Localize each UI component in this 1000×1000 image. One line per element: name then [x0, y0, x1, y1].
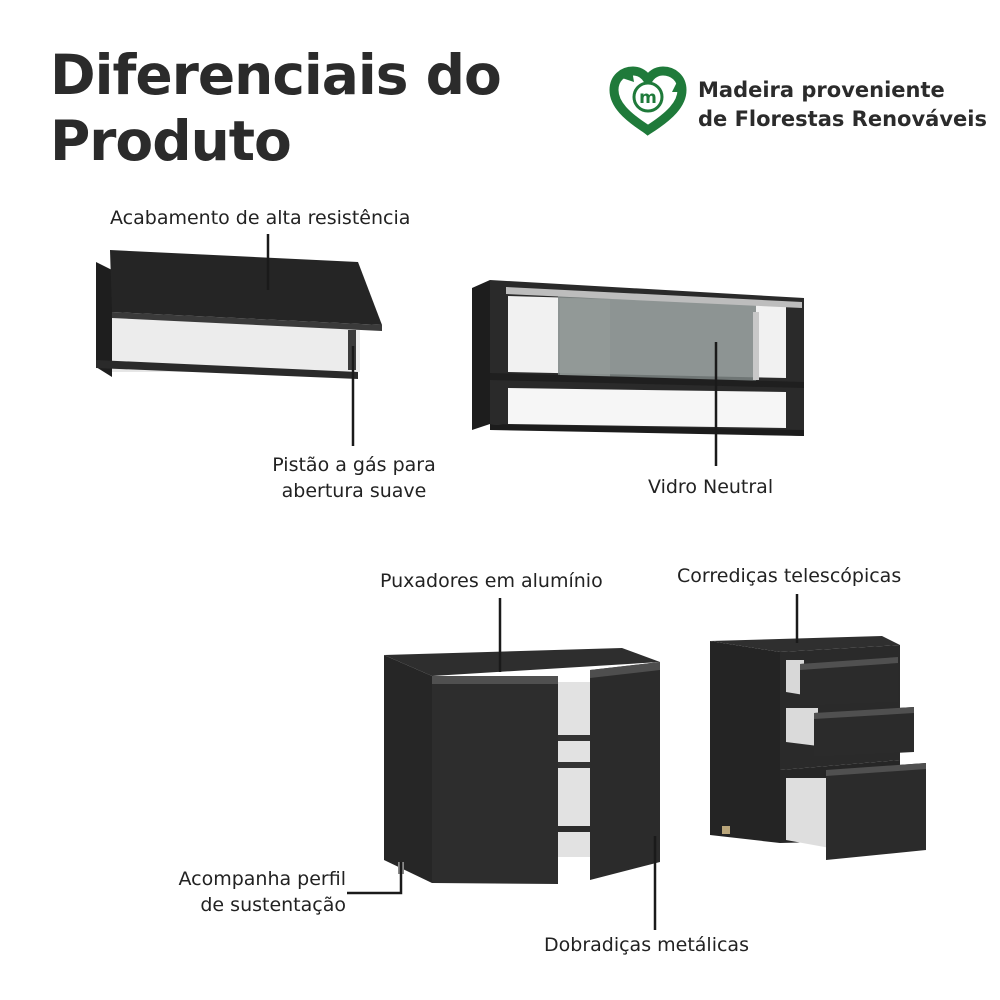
label-handles: Puxadores em alumínio — [380, 570, 603, 592]
glass-cabinet-image — [472, 280, 804, 436]
badge-text-line2: de Florestas Renováveis — [698, 107, 987, 131]
label-piston-line1: Pistão a gás para — [272, 454, 436, 476]
label-profile: Acompanha perfil de sustentação — [130, 866, 346, 918]
label-glass: Vidro Neutral — [648, 476, 774, 498]
label-profile-line1: Acompanha perfil — [178, 868, 346, 890]
label-piston: Pistão a gás para abertura suave — [240, 452, 468, 504]
label-slides: Corrediças telescópicas — [677, 565, 902, 587]
badge-letter: m — [639, 88, 657, 108]
drawer-unit-image — [710, 636, 926, 860]
page-title-line2: Produto — [50, 109, 292, 173]
label-piston-line2: abertura suave — [281, 480, 427, 502]
leader-lines — [266, 234, 799, 930]
upper-cabinet-image — [96, 250, 382, 379]
badge-text: Madeira proveniente de Florestas Renováv… — [698, 76, 987, 134]
page-title: Diferenciais do Produto — [50, 42, 502, 174]
leader-profile — [347, 862, 403, 895]
badge-text-line1: Madeira proveniente — [698, 78, 945, 102]
label-profile-line2: de sustentação — [200, 894, 346, 916]
page-title-line1: Diferenciais do — [50, 43, 502, 107]
recycle-heart-icon: m — [609, 66, 687, 136]
label-finish: Acabamento de alta resistência — [110, 207, 411, 229]
label-hinges: Dobradiças metálicas — [544, 934, 749, 956]
renewable-wood-badge: m Madeira proveniente de Florestas Renov… — [608, 66, 998, 138]
base-cabinet-image — [384, 648, 660, 884]
